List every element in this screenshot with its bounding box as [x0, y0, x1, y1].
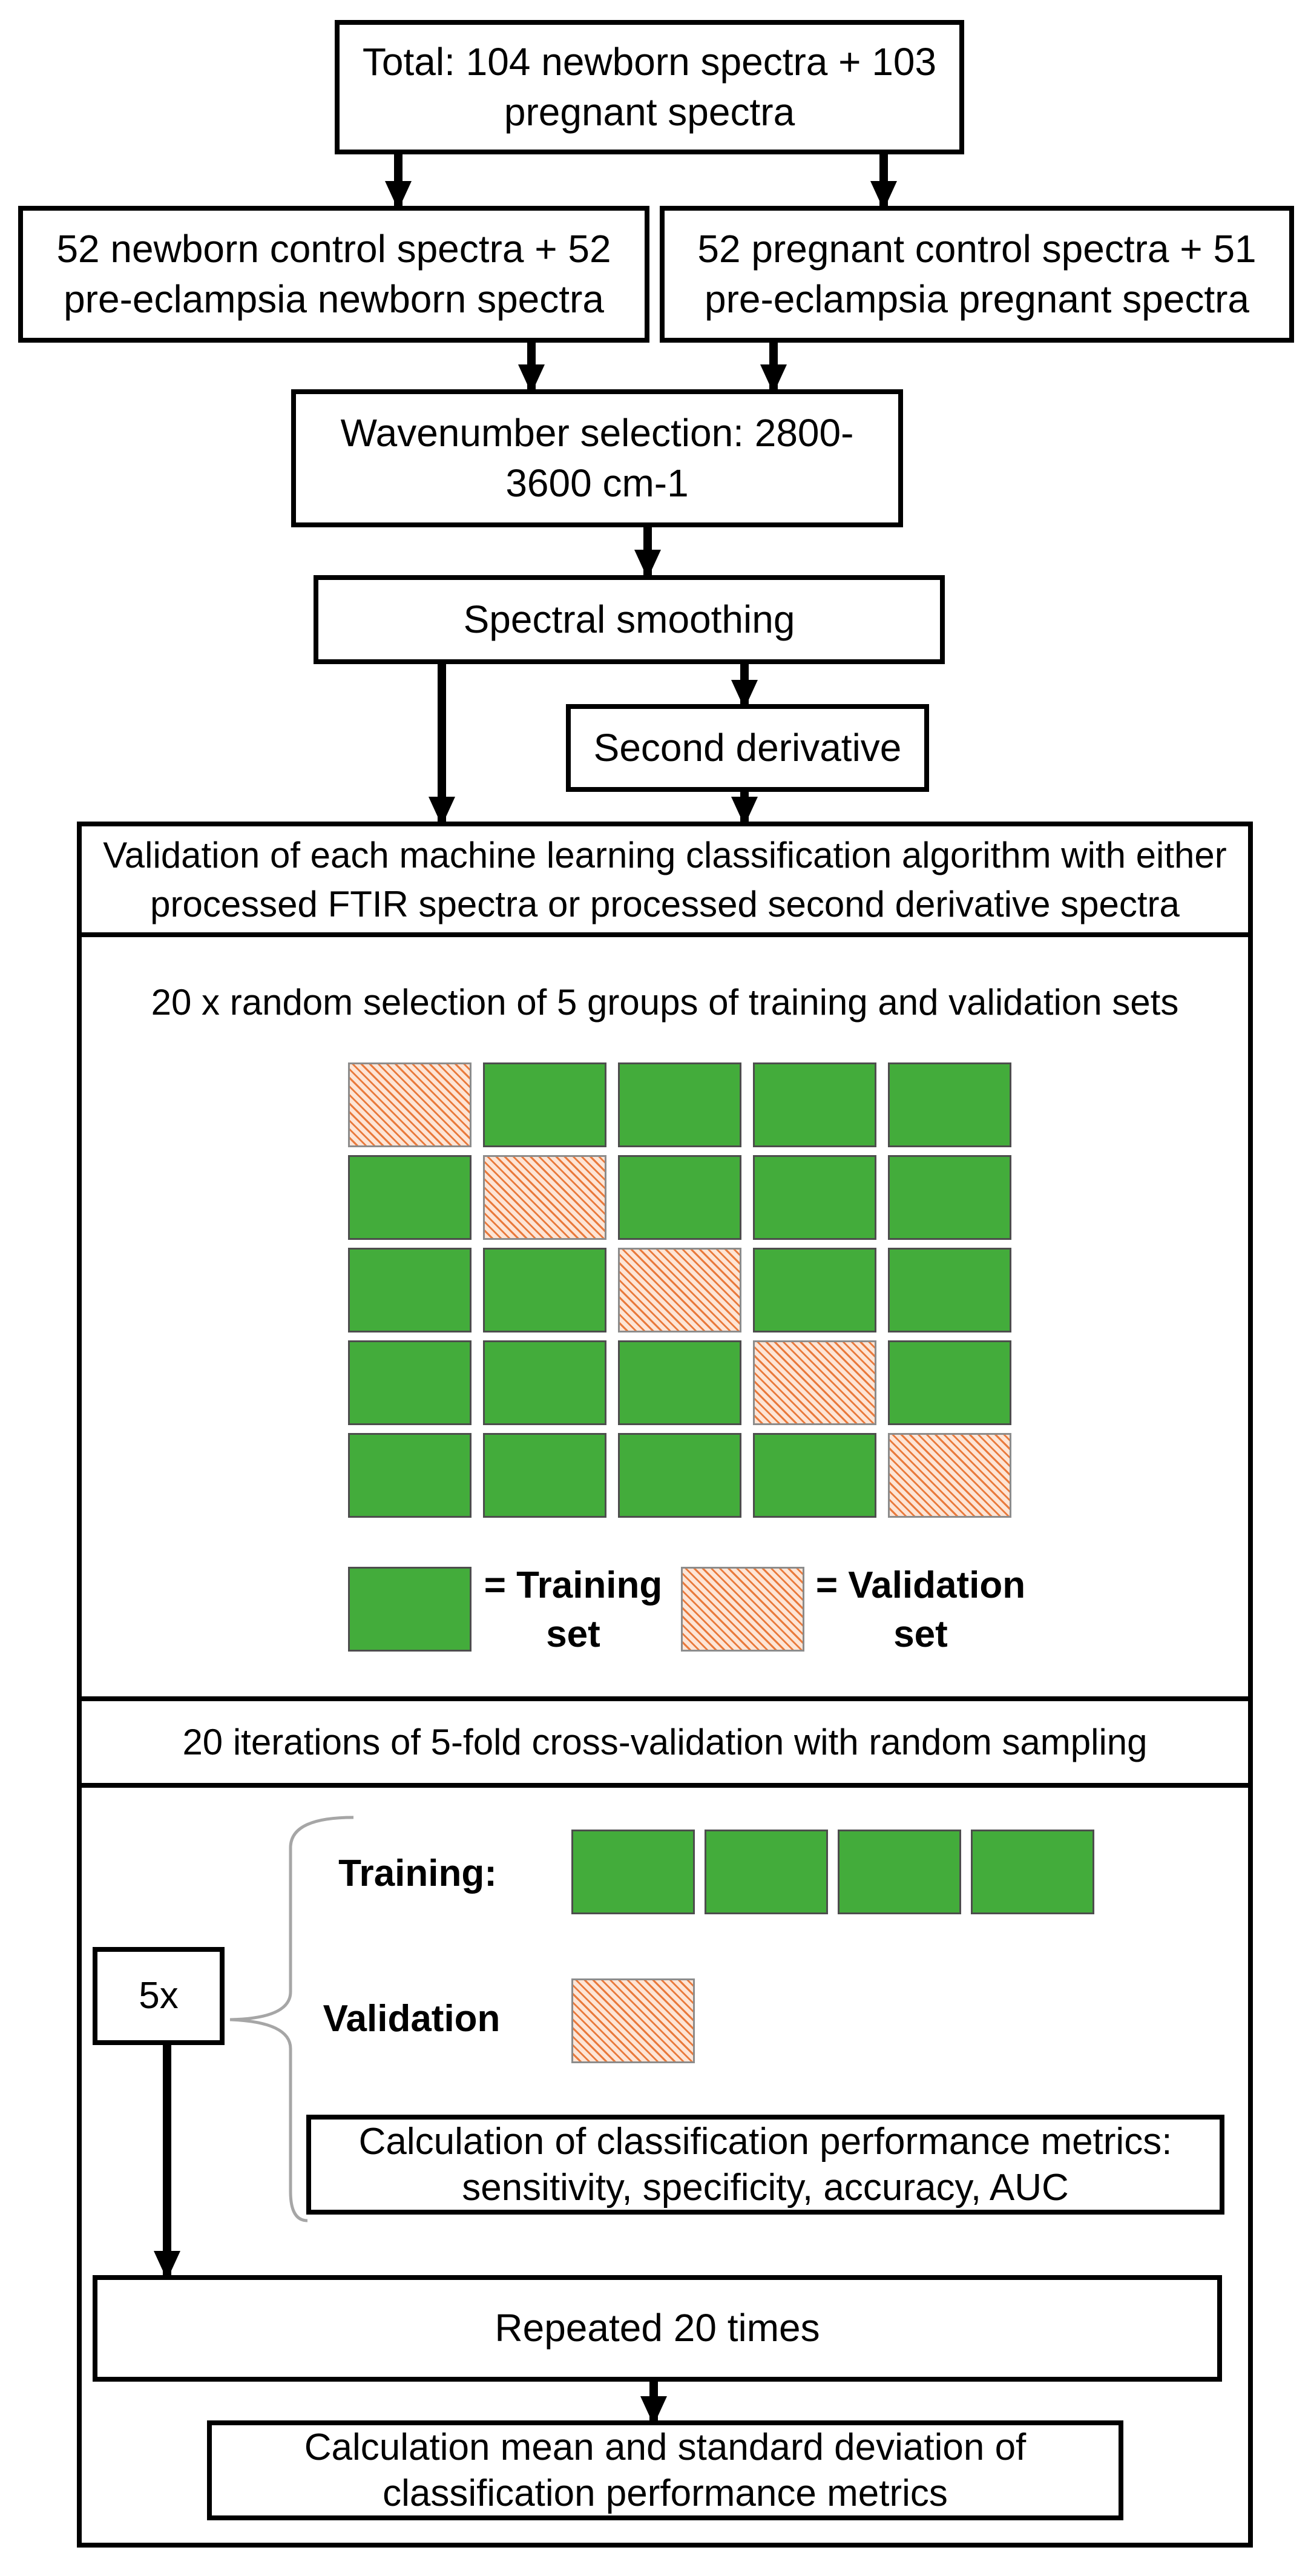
legend-validation-swatch [681, 1567, 804, 1652]
training-label: Training: [338, 1852, 497, 1894]
validation-header: Validation of each machine learning clas… [103, 834, 1227, 924]
random-selection-label: 20 x random selection of 5 groups of tra… [151, 981, 1179, 1023]
fold-grid [348, 1062, 1011, 1518]
iteration-count-box: 5x [93, 1947, 225, 2045]
fold-cell-training [348, 1433, 472, 1518]
divider-3 [82, 1783, 1248, 1788]
second-derivative-box: Second derivative [566, 704, 929, 792]
fold-cell-training [618, 1155, 741, 1240]
wavenumber-selection-box: Wavenumber selection: 2800- 3600 cm-1 [291, 389, 903, 527]
validation-label: Validation [323, 1997, 501, 2040]
fold-cell-training [888, 1062, 1011, 1147]
training-fold-2 [705, 1830, 828, 1914]
fold-cell-training [348, 1248, 472, 1332]
fold-cell-training [483, 1340, 606, 1425]
divider-2 [82, 1696, 1248, 1701]
fold-cell-training [888, 1248, 1011, 1332]
spectral-smoothing-box: Spectral smoothing [314, 575, 945, 664]
fold-cell-training [618, 1340, 741, 1425]
validation-fold [571, 1978, 695, 2063]
repeated-box: Repeated 20 times [93, 2275, 1222, 2382]
fold-cell-validation [483, 1155, 606, 1240]
pregnant-spectra-box: 52 pregnant control spectra + 51 pre-ecl… [660, 206, 1294, 343]
fold-cell-training [753, 1062, 876, 1147]
metrics-calculation-box: Calculation of classification performanc… [306, 2115, 1224, 2215]
training-fold-4 [971, 1830, 1094, 1914]
fold-cell-training [753, 1155, 876, 1240]
fold-cell-training [888, 1155, 1011, 1240]
fold-cell-training [483, 1062, 606, 1147]
legend-validation-label: = Validation set [815, 1564, 1026, 1655]
validation-container: Validation of each machine learning clas… [77, 822, 1253, 2548]
fold-cell-validation [348, 1062, 472, 1147]
fold-cell-validation [618, 1248, 741, 1332]
newborn-spectra-box: 52 newborn control spectra + 52 pre-ecla… [18, 206, 649, 343]
fold-cell-training [348, 1340, 472, 1425]
training-fold-1 [571, 1830, 695, 1914]
final-calculation-box: Calculation mean and standard deviation … [207, 2420, 1123, 2520]
total-spectra-box: Total: 104 newborn spectra + 103 pregnan… [335, 20, 964, 154]
legend-training-swatch [348, 1567, 472, 1652]
fold-cell-training [753, 1248, 876, 1332]
legend-training-label: = Training set [484, 1564, 663, 1655]
fold-cell-training [753, 1433, 876, 1518]
fold-cell-training [888, 1340, 1011, 1425]
loop-brace [229, 1816, 354, 2222]
fold-cell-training [483, 1433, 606, 1518]
fold-cell-validation [888, 1433, 1011, 1518]
fold-cell-training [618, 1433, 741, 1518]
fold-cell-validation [753, 1340, 876, 1425]
fold-cell-training [348, 1155, 472, 1240]
divider-1 [82, 932, 1248, 937]
iterations-label: 20 iterations of 5-fold cross-validation… [182, 1722, 1148, 1762]
fold-cell-training [618, 1062, 741, 1147]
fold-cell-training [483, 1248, 606, 1332]
training-fold-3 [838, 1830, 961, 1914]
